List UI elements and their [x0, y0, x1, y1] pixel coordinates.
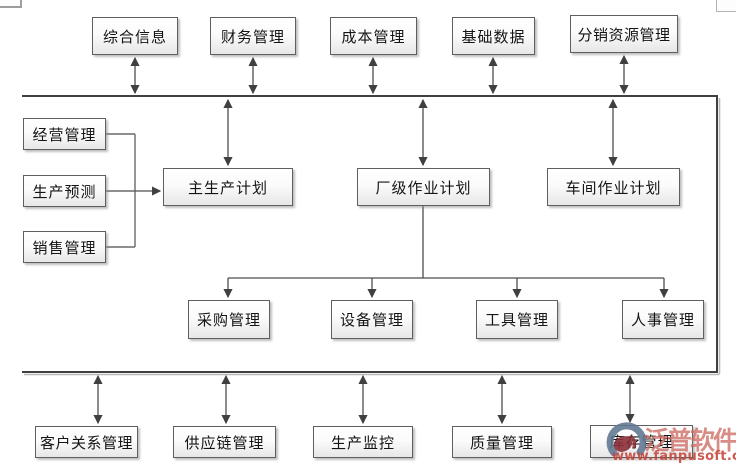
- node-label: 质量管理: [469, 433, 534, 452]
- node-comprehensive-info: 综合信息: [92, 17, 178, 55]
- node-label: 基础数据: [461, 27, 526, 46]
- node-label: 工具管理: [484, 311, 549, 329]
- node-label: 厂级作业计划: [375, 178, 472, 197]
- node-workshop-operation-plan: 车间作业计划: [547, 168, 680, 206]
- node-finance-mgmt: 财务管理: [210, 17, 296, 55]
- node-label: 销售管理: [32, 238, 97, 257]
- top-row-connectors: [130, 54, 629, 95]
- cropped-box-top-left: [0, 0, 22, 8]
- plan-row-connectors: [223, 98, 618, 167]
- node-inventory-mgmt: 库存管理: [590, 425, 693, 458]
- node-label: 财务管理: [220, 27, 285, 46]
- node-sales-mgmt: 销售管理: [23, 231, 106, 263]
- node-base-data: 基础数据: [452, 17, 535, 55]
- node-operation-mgmt: 经营管理: [23, 118, 106, 150]
- node-label: 经营管理: [32, 125, 97, 144]
- cropped-box-top-right: [716, 0, 736, 12]
- node-label: 设备管理: [339, 311, 404, 329]
- node-label: 生产监控: [330, 433, 395, 452]
- input-column-connectors: [106, 133, 162, 248]
- node-label: 库存管理: [609, 433, 674, 451]
- node-label: 人事管理: [630, 311, 695, 329]
- node-label: 客户关系管理: [39, 433, 133, 452]
- node-label: 分销资源管理: [577, 25, 671, 44]
- bottom-row-connectors: [93, 374, 635, 425]
- node-label: 供应链管理: [184, 433, 265, 452]
- node-purchasing-mgmt: 采购管理: [188, 300, 270, 339]
- node-production-forecast: 生产预测: [23, 175, 106, 207]
- bus-shadow: [24, 98, 721, 376]
- node-master-production-plan: 主生产计划: [163, 168, 293, 206]
- resource-branch-connectors: [223, 206, 669, 299]
- node-label: 成本管理: [341, 27, 406, 46]
- node-production-monitoring: 生产监控: [313, 426, 413, 458]
- node-crm: 客户关系管理: [35, 426, 138, 458]
- node-label: 采购管理: [196, 311, 261, 329]
- node-label: 主生产计划: [187, 178, 268, 197]
- node-supply-chain-mgmt: 供应链管理: [173, 426, 276, 458]
- node-equipment-mgmt: 设备管理: [331, 300, 413, 339]
- bus-frame: [22, 95, 718, 373]
- node-hr-mgmt: 人事管理: [622, 300, 704, 339]
- node-label: 综合信息: [102, 27, 167, 46]
- node-cost-mgmt: 成本管理: [330, 17, 417, 55]
- node-factory-operation-plan: 厂级作业计划: [357, 168, 490, 206]
- node-quality-mgmt: 质量管理: [452, 426, 552, 458]
- node-tool-mgmt: 工具管理: [476, 300, 558, 339]
- node-label: 生产预测: [32, 182, 97, 201]
- node-label: 车间作业计划: [565, 178, 662, 197]
- node-distribution-resource-mgmt: 分销资源管理: [570, 15, 678, 53]
